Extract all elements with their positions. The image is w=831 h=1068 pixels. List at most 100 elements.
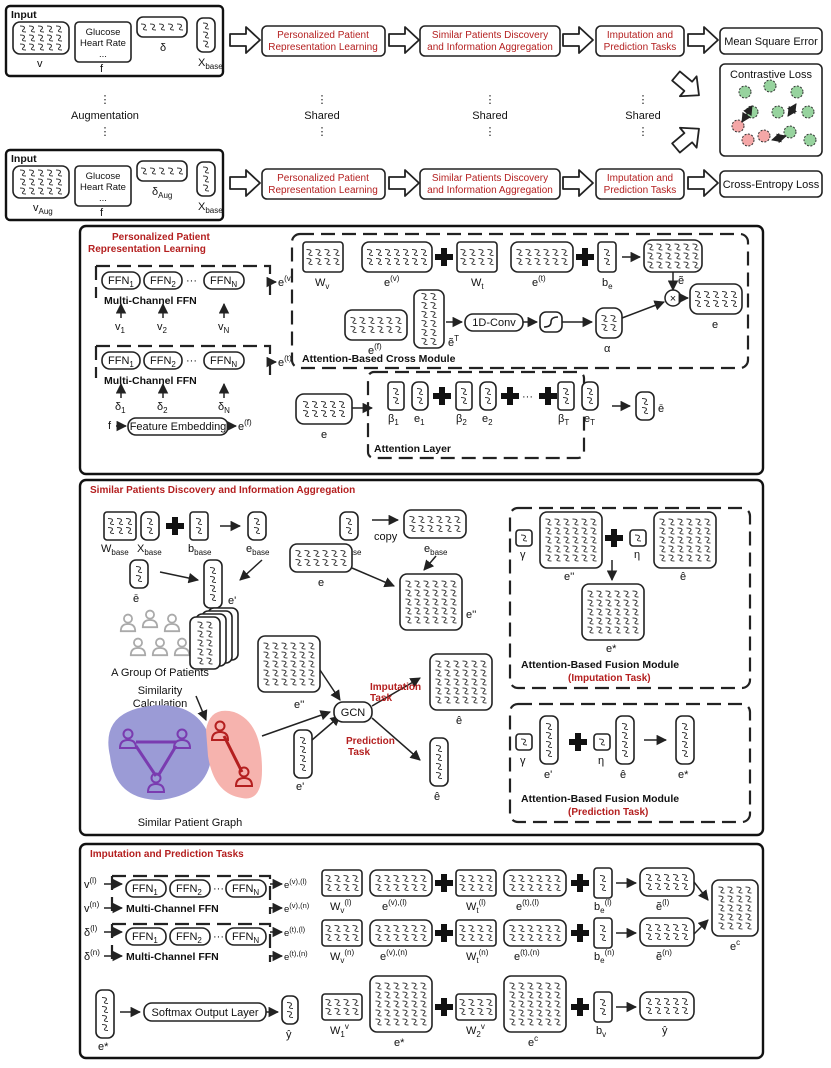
e-hat-fusion-pred-label: ê xyxy=(620,769,626,781)
tensor-cell-pattern xyxy=(509,875,561,891)
tensor-cell-pattern xyxy=(586,388,594,404)
patient-person-icon xyxy=(151,637,169,657)
w2v-matrix xyxy=(455,993,497,1021)
et-label: e(t) xyxy=(532,274,546,289)
section-2-title: Similar Patients Discovery and Informati… xyxy=(90,485,355,496)
e-1 xyxy=(411,381,429,411)
section-1-title-line-1: Personalized Patient xyxy=(112,232,210,243)
tensor-cell-pattern xyxy=(421,293,437,345)
f-label: f xyxy=(100,63,104,75)
wv-label: Wv xyxy=(315,277,329,291)
tensor-cell-pattern xyxy=(392,388,400,404)
graph-edge xyxy=(156,745,178,777)
attention-layer-label: Attention Layer xyxy=(374,443,451,455)
e-t-n-output: e(t),(n) xyxy=(284,949,308,963)
positive-sample-dot xyxy=(771,105,785,119)
e-double-prime-label: e'' xyxy=(466,609,476,621)
bbase-label: bbase xyxy=(188,543,212,557)
e-tilde-transpose-label: ẽT xyxy=(448,334,459,349)
w1v-matrix xyxy=(321,993,363,1021)
tensor-cell-pattern xyxy=(599,999,607,1015)
eta-label-pred: η xyxy=(598,755,604,767)
tensor-cell-pattern xyxy=(645,924,689,940)
patient-person-icon xyxy=(172,728,192,749)
wt-matrix xyxy=(456,241,498,273)
feature-embedding-label: Feature Embedding xyxy=(130,421,227,433)
e-star-matrix xyxy=(369,975,433,1033)
conv1d-label: 1D-Conv xyxy=(472,317,516,329)
stage-representation-learning xyxy=(261,25,386,57)
alpha-label: α xyxy=(604,343,611,355)
e-tilde-transpose-tensor xyxy=(413,289,445,349)
negative-sample-dot xyxy=(757,129,771,143)
ffn-2-t xyxy=(143,351,183,370)
patient-group-icon xyxy=(119,609,191,657)
be-n-vector xyxy=(593,917,613,949)
ebase-copy-source xyxy=(339,511,359,541)
patient-graph-nodes xyxy=(118,720,254,793)
flow-arrow xyxy=(666,65,709,107)
tensor-cell-pattern xyxy=(634,534,642,542)
e-T-label: eT xyxy=(584,413,595,427)
delta-tensor xyxy=(136,16,188,38)
e-t-output: e(t) xyxy=(278,354,292,369)
stage-similar-patients xyxy=(419,25,561,57)
cross-module-label: Attention-Based Cross Module xyxy=(302,353,456,365)
ffn-1-v3-label: FFN1 xyxy=(132,883,158,897)
feature-line-3: ... xyxy=(99,49,107,60)
e-prime-fusion-label: e' xyxy=(544,769,552,781)
stage-3-line-2-aug: Prediction Tasks xyxy=(604,185,677,196)
tensor-cell-pattern xyxy=(562,388,570,404)
e-v-n-output: e(v),(n) xyxy=(284,901,310,915)
stage-1-line-2: Representation Learning xyxy=(268,42,378,53)
tensor-cell-pattern xyxy=(621,723,629,757)
section-3-title: Imputation and Prediction Tasks xyxy=(90,849,244,860)
e-star-input-label: e* xyxy=(98,1041,109,1053)
dots: ⋮ xyxy=(485,94,496,106)
ffn-2-v-label: FFN2 xyxy=(150,275,176,289)
tensor-cell-pattern xyxy=(459,999,493,1015)
ev-l-label: e(v),(l) xyxy=(382,898,407,913)
tensor-cell-pattern xyxy=(202,166,210,192)
tensor-cell-pattern xyxy=(197,621,213,665)
tensor-cell-pattern xyxy=(460,388,468,404)
contrast-arrow xyxy=(741,105,753,123)
y-hat-label-2: ŷ xyxy=(662,1025,668,1037)
eta-label: η xyxy=(634,549,640,561)
w2v-label: W2v xyxy=(466,1022,485,1039)
ffn-n-t3 xyxy=(225,927,267,946)
ffn-n-v xyxy=(203,271,245,290)
e-input-label: e xyxy=(321,429,327,441)
cross-entropy-loss-label: Cross-Entropy Loss xyxy=(723,179,820,191)
tensor-cell-pattern xyxy=(325,925,359,941)
ffn-2-v xyxy=(143,271,183,290)
attention-layer-frame xyxy=(366,370,586,460)
patient-person-icon xyxy=(146,772,166,793)
dots: ⋮ xyxy=(638,126,649,138)
v-aug-label: vAug xyxy=(33,202,53,216)
ebase-tensor xyxy=(247,511,267,541)
ec-label: ec xyxy=(730,938,740,953)
xbase-label: Xbase xyxy=(198,57,223,71)
ellipsis: ··· xyxy=(186,355,197,367)
tensor-cell-pattern xyxy=(520,534,528,542)
tensor-cell-pattern xyxy=(484,388,492,404)
flow-arrow xyxy=(388,169,420,197)
eta-box xyxy=(629,529,647,547)
positive-sample-dot xyxy=(783,125,797,139)
ffn-n-v3-label: FFNN xyxy=(232,883,259,897)
eta-box-pred xyxy=(593,733,611,751)
tensor-cell-pattern xyxy=(718,886,752,930)
positive-sample-dot xyxy=(803,133,817,147)
tensor-cell-pattern xyxy=(659,518,711,562)
shared-label-2: Shared xyxy=(472,110,507,122)
similar-patient-cluster xyxy=(108,705,213,800)
stage-imputation-prediction-aug xyxy=(595,168,685,200)
e-prime-tensor-2 xyxy=(293,729,313,779)
tensor-cell-pattern xyxy=(460,249,494,265)
tensor-cell-pattern xyxy=(516,249,568,265)
delta-aug-tensor xyxy=(136,160,188,182)
e-hat-vector xyxy=(429,737,449,787)
cross-module-frame xyxy=(290,232,750,370)
feature-names-box xyxy=(74,21,132,63)
